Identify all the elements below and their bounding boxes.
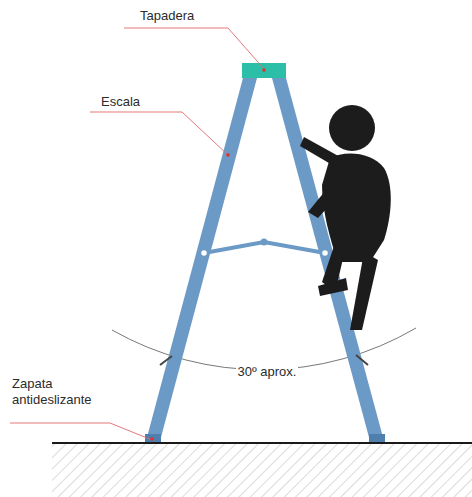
leader-dot: [150, 68, 266, 441]
part-label: Tapadera: [140, 8, 194, 24]
hinge: [201, 250, 208, 257]
ladder-leg: [272, 78, 384, 441]
ladder-leg: [146, 78, 257, 441]
part-label: Zapata antideslizante: [12, 376, 112, 408]
anti-slip-foot: [369, 434, 385, 442]
hinge: [261, 239, 268, 246]
angle-label: 30º aprox.: [236, 364, 299, 380]
part-label: Escala: [101, 94, 140, 110]
angle-tick: [356, 355, 368, 365]
hinge: [322, 250, 329, 257]
leader-line: [10, 28, 264, 440]
ground-hatch: [52, 444, 472, 497]
angle-tick: [160, 356, 172, 365]
ground-line: [52, 442, 472, 444]
top-cap: [242, 63, 286, 78]
person-silhouette: [300, 105, 391, 330]
